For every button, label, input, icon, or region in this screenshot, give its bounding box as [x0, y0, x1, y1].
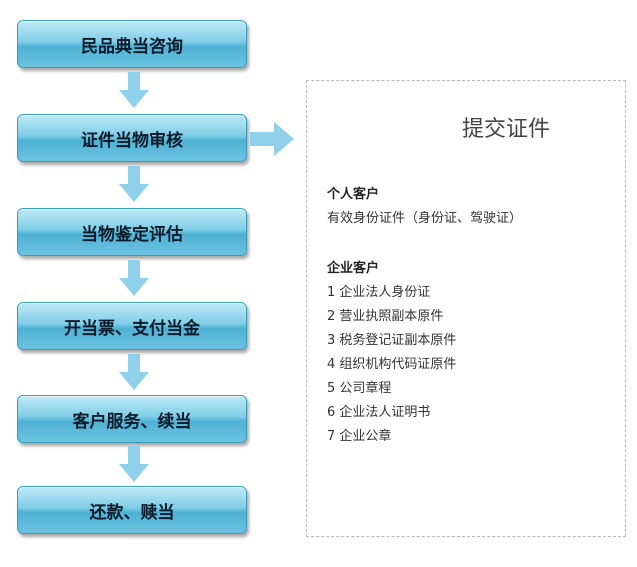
panel-title: 提交证件	[461, 117, 550, 142]
down-arrow-icon	[119, 72, 149, 108]
documents-panel: 提交证件 个人客户 有效身份证件（身份证、驾驶证） 企业客户 1 企业法人身份证…	[306, 80, 626, 537]
list-item: 6 企业法人证明书	[327, 405, 431, 420]
list-item: 4 组织机构代码证原件	[327, 357, 457, 372]
step-ticket-payment: 开当票、支付当金	[17, 302, 247, 350]
step-service-renewal: 客户服务、续当	[17, 395, 247, 443]
enterprise-heading: 企业客户	[327, 261, 380, 276]
down-arrow-icon	[119, 446, 149, 482]
personal-heading: 个人客户	[327, 187, 380, 202]
down-arrow-icon	[119, 166, 149, 202]
step-document-review: 证件当物审核	[17, 114, 247, 162]
step-appraisal: 当物鉴定评估	[17, 208, 247, 256]
list-item: 2 营业执照副本原件	[327, 309, 444, 324]
list-item: 5 公司章程	[327, 381, 392, 396]
list-item: 7 企业公章	[327, 429, 392, 444]
personal-text: 有效身份证件（身份证、驾驶证）	[327, 211, 523, 226]
step-repay-redeem: 还款、赎当	[17, 486, 247, 534]
list-item: 3 税务登记证副本原件	[327, 333, 457, 348]
down-arrow-icon	[119, 354, 149, 390]
down-arrow-icon	[119, 260, 149, 296]
list-item: 1 企业法人身份证	[327, 285, 431, 300]
step-consultation: 民品典当咨询	[17, 20, 247, 68]
right-arrow-icon	[250, 122, 294, 156]
